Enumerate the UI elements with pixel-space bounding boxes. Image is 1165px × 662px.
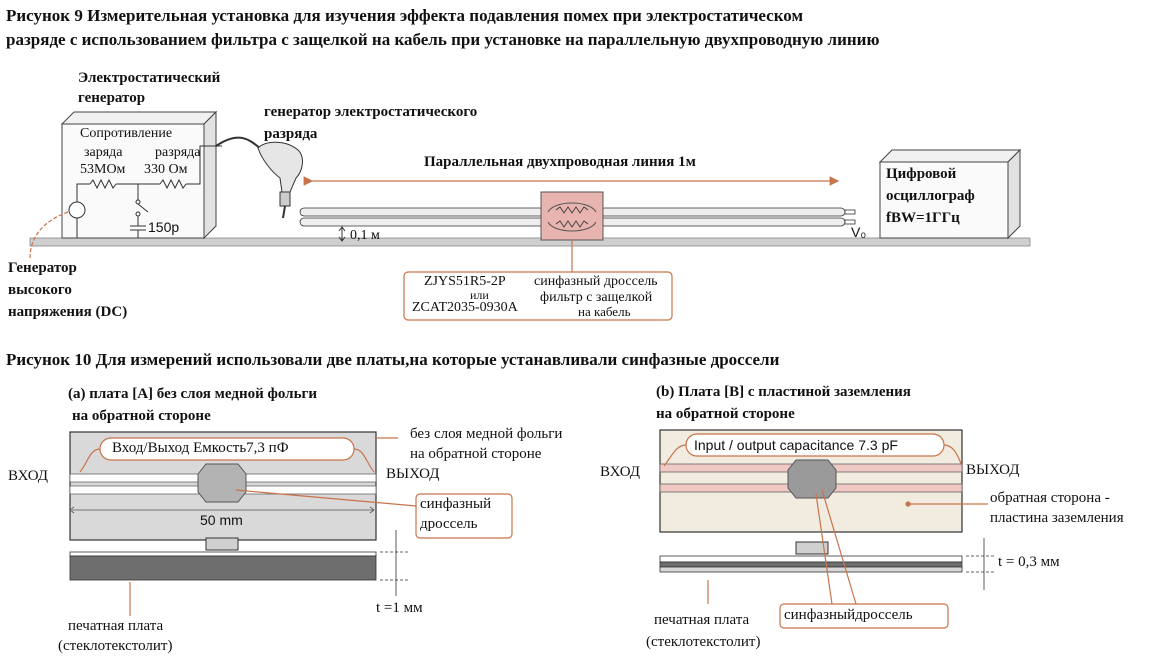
hv-source-symbol	[68, 201, 86, 219]
scope-label-3: fBW=1ГГц	[886, 210, 960, 226]
clamp-label-1: фильтр с защелкой	[540, 290, 653, 305]
board-a-input: ВХОД	[8, 468, 49, 484]
board-a-choke-2: дроссель	[420, 516, 478, 532]
board-a-capacitance: Вход/Выход Емкость7,3 пФ	[112, 440, 289, 456]
board-b-top	[659, 429, 963, 533]
scope-label-1: Цифровой	[886, 166, 957, 182]
capacitor-value: 150p	[148, 219, 180, 235]
charge-value: 53МОм	[80, 162, 126, 177]
board-b-note-1: обратная сторона -	[990, 490, 1110, 506]
callouts-b	[707, 489, 988, 629]
part-number-2: ZCAT2035-0930A	[412, 300, 518, 315]
board-a-pcb-2: (стеклотекстолит)	[58, 638, 173, 654]
line-length-label: Параллельная двухпроводная линия 1м	[424, 154, 696, 170]
hv-label-1: Генератор	[8, 260, 77, 276]
gun-label-2: разряда	[264, 126, 318, 142]
board-a-note-1: без слоя медной фольги	[410, 426, 563, 442]
part-or: или	[470, 288, 489, 302]
clamp-label-2: на кабель	[578, 304, 631, 319]
choke-label: синфазный дроссель	[534, 274, 658, 289]
board-b-note-2: пластина заземления	[990, 510, 1124, 526]
callouts-a	[129, 437, 513, 616]
oscilloscope-box	[878, 148, 1022, 240]
ferrite-choke	[540, 191, 604, 241]
board-b-pcb-1: печатная плата	[654, 612, 750, 628]
board-a-top	[69, 431, 377, 541]
board-b-output: ВЫХОД	[966, 462, 1020, 478]
board-a-dimension: 50 mm	[200, 512, 243, 528]
board-b-title-2: на обратной стороне	[656, 406, 795, 422]
scope-label-2: осциллограф	[886, 188, 975, 204]
fig10-title: Рисунок 10 Для измерений использовали дв…	[6, 350, 780, 369]
board-a-choke-1: синфазный	[420, 496, 492, 512]
board-a-pcb-1: печатная плата	[68, 618, 164, 634]
discharge-value: 330 Ом	[144, 162, 188, 177]
board-b-input: ВХОД	[600, 464, 641, 480]
esd-generator-label-1: Электростатический	[78, 70, 221, 86]
hv-callout	[29, 211, 69, 259]
ground-plane	[29, 237, 1031, 247]
board-a-title-1: (a) плата [A] без слоя медной фольги	[68, 386, 317, 402]
hv-label-3: напряжения (DC)	[8, 304, 128, 320]
gun-label-1: генератор электростатического	[264, 104, 478, 120]
hv-label-2: высокого	[8, 282, 72, 298]
board-b-pcb-2: (стеклотекстолит)	[646, 634, 761, 650]
part-number-1: ZJYS51R5-2P	[424, 274, 506, 289]
board-b-title-1: (b) Плата [B] с пластиной заземления	[656, 384, 911, 400]
board-a-note-2: на обратной стороне	[410, 446, 542, 462]
charge-resistor	[89, 178, 117, 190]
fig9-title-line2: разряде с использованием фильтра с защел…	[6, 30, 880, 49]
board-b-side	[659, 538, 996, 590]
board-b-choke: синфазныйдроссель	[784, 607, 913, 623]
esd-gun	[257, 141, 303, 219]
discharge-resistor	[159, 178, 187, 190]
charge-label: заряда	[84, 145, 123, 160]
height-label: 0,1 м	[350, 228, 380, 243]
gun-cable	[215, 136, 263, 151]
esd-generator-box	[60, 110, 218, 240]
part-callout-box	[403, 271, 673, 321]
board-a-output: ВЫХОД	[386, 466, 440, 482]
esd-generator-label-2: генератор	[78, 90, 146, 106]
generator-circuit	[68, 145, 222, 238]
board-a-thickness: t =1 мм	[376, 600, 423, 616]
v0-label: V₀	[851, 224, 867, 240]
board-a-title-2: на обратной стороне	[72, 408, 211, 424]
discharge-label: разряда	[155, 145, 201, 160]
board-b-capacitance: Input / output capacitance 7.3 pF	[694, 437, 898, 453]
fig9-title-line1: Рисунок 9 Измерительная установка для из…	[6, 6, 804, 25]
board-b-thickness: t = 0,3 мм	[998, 554, 1060, 570]
board-a-side	[69, 530, 408, 596]
resistance-label: Сопротивление	[80, 126, 173, 141]
